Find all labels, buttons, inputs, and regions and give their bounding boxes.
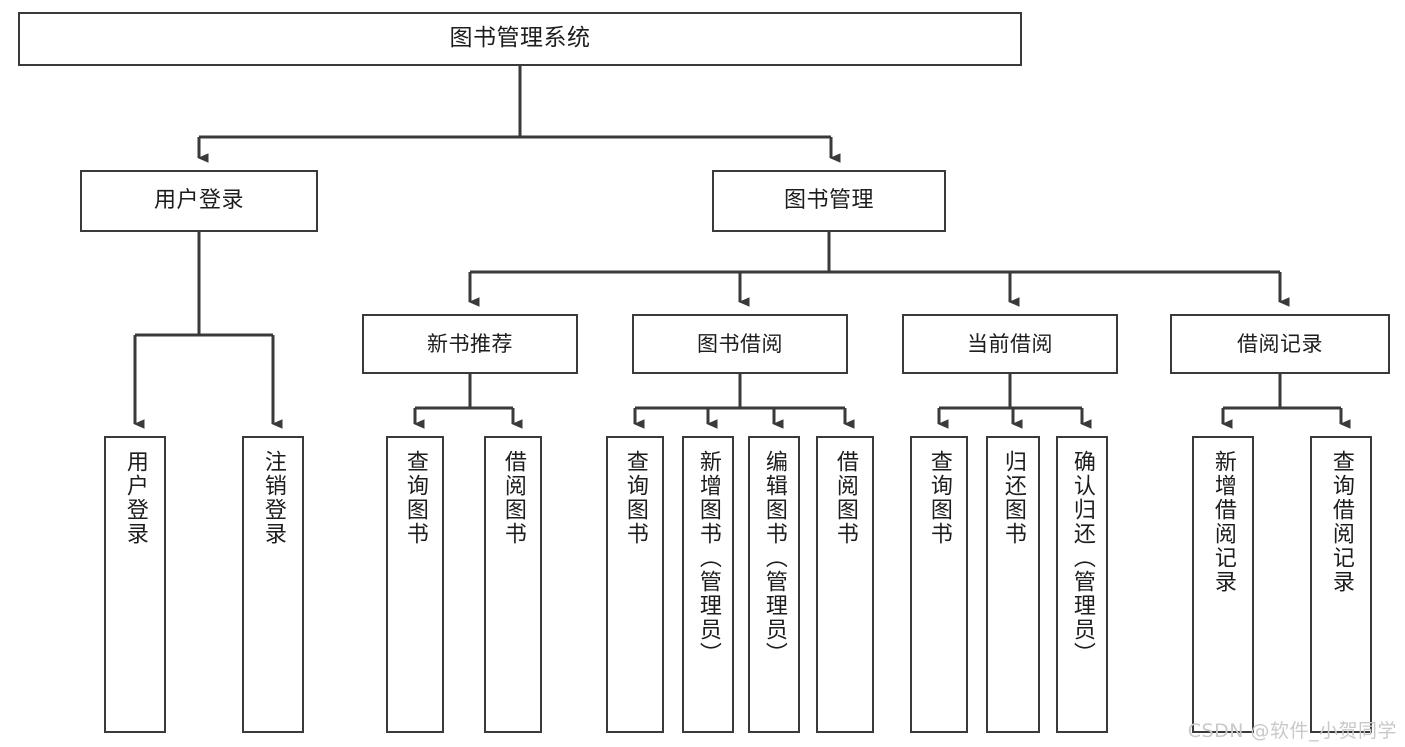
- node-root[interactable]: 图书管理系统: [18, 12, 1022, 66]
- node-leaf-add-record[interactable]: 新增借阅记录: [1192, 436, 1254, 733]
- node-leaf-return-book[interactable]: 归还图书: [986, 436, 1040, 733]
- node-leaf-query-book-2-label: 查询图书: [622, 450, 648, 546]
- node-leaf-query-book-1-label: 查询图书: [402, 450, 428, 546]
- node-leaf-query-record-label: 查询借阅记录: [1328, 450, 1354, 594]
- node-leaf-query-book-2[interactable]: 查询图书: [606, 436, 664, 733]
- node-user-login[interactable]: 用户登录: [80, 170, 318, 232]
- node-leaf-confirm-return[interactable]: 确认归还（管理员）: [1056, 436, 1108, 733]
- node-new-book-rec-label: 新书推荐: [427, 331, 513, 356]
- node-leaf-user-logout[interactable]: 注销登录: [242, 436, 304, 733]
- node-current-borrow-label: 当前借阅: [967, 331, 1053, 356]
- node-leaf-add-record-label: 新增借阅记录: [1210, 450, 1236, 594]
- node-leaf-user-logout-label: 注销登录: [260, 450, 286, 546]
- node-leaf-query-book-1[interactable]: 查询图书: [386, 436, 444, 733]
- node-leaf-add-book-label: 新增图书（管理员）: [695, 450, 721, 666]
- node-book-borrow[interactable]: 图书借阅: [632, 314, 848, 374]
- node-current-borrow[interactable]: 当前借阅: [902, 314, 1118, 374]
- node-borrow-record[interactable]: 借阅记录: [1170, 314, 1390, 374]
- node-leaf-edit-book[interactable]: 编辑图书（管理员）: [748, 436, 800, 733]
- node-leaf-borrow-book-2[interactable]: 借阅图书: [816, 436, 874, 733]
- node-root-label: 图书管理系统: [449, 25, 591, 52]
- node-leaf-edit-book-label: 编辑图书（管理员）: [761, 450, 787, 666]
- csdn-watermark: CSDN @软件_小贺同学: [1187, 720, 1397, 742]
- node-borrow-record-label: 借阅记录: [1237, 331, 1323, 356]
- node-book-borrow-label: 图书借阅: [697, 331, 783, 356]
- node-book-manage[interactable]: 图书管理: [712, 170, 946, 232]
- node-leaf-confirm-return-label: 确认归还（管理员）: [1069, 450, 1095, 666]
- node-leaf-return-book-label: 归还图书: [1000, 450, 1026, 546]
- node-leaf-query-record[interactable]: 查询借阅记录: [1310, 436, 1372, 733]
- node-leaf-user-login-label: 用户登录: [122, 450, 148, 546]
- node-leaf-query-book-3-label: 查询图书: [926, 450, 952, 546]
- node-new-book-rec[interactable]: 新书推荐: [362, 314, 578, 374]
- node-user-login-label: 用户登录: [153, 188, 244, 214]
- node-leaf-borrow-book-1[interactable]: 借阅图书: [484, 436, 542, 733]
- node-leaf-user-login[interactable]: 用户登录: [104, 436, 166, 733]
- node-leaf-add-book[interactable]: 新增图书（管理员）: [682, 436, 734, 733]
- node-leaf-query-book-3[interactable]: 查询图书: [910, 436, 968, 733]
- node-book-manage-label: 图书管理: [783, 188, 874, 214]
- node-leaf-borrow-book-2-label: 借阅图书: [832, 450, 858, 546]
- node-leaf-borrow-book-1-label: 借阅图书: [500, 450, 526, 546]
